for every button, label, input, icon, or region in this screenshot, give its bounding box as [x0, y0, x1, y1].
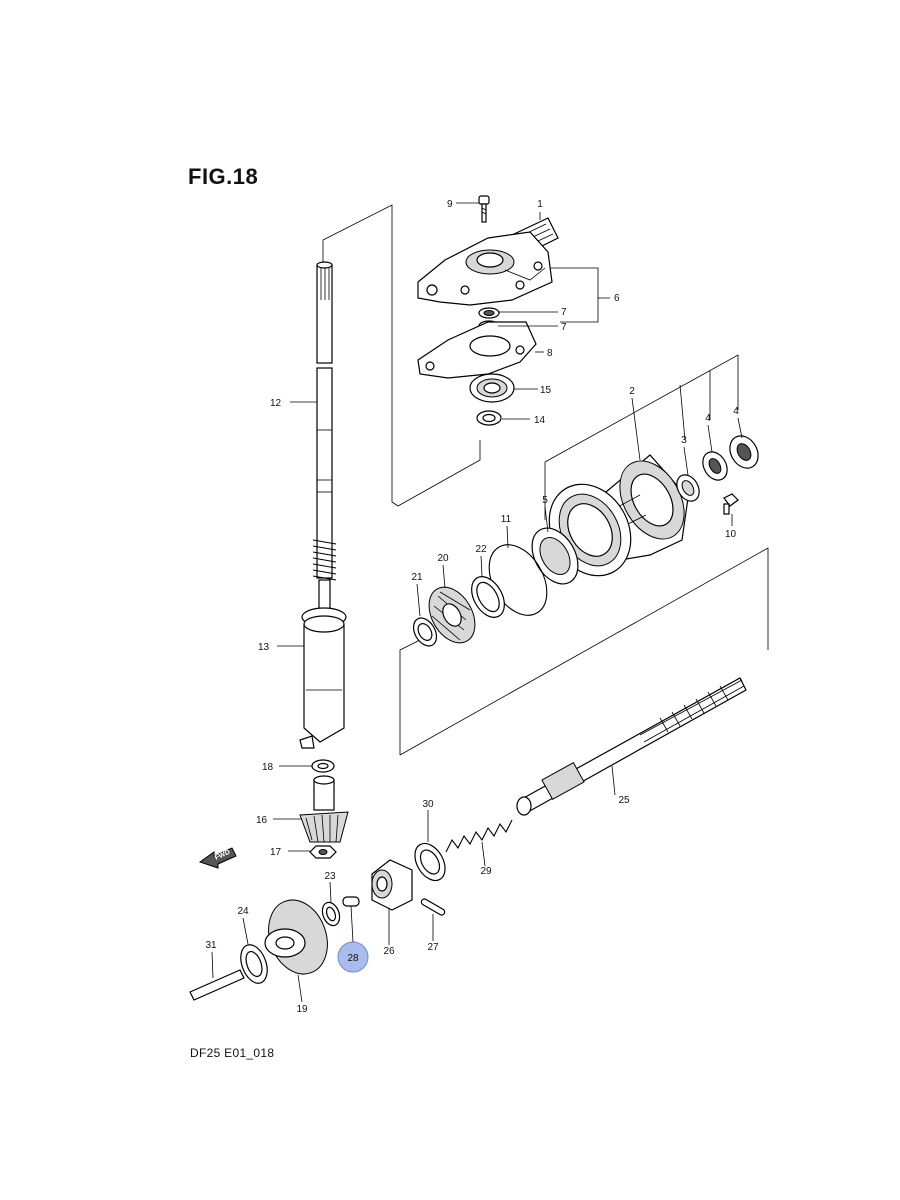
- callout-2: 2: [629, 386, 635, 397]
- part-8-gasket-plate[interactable]: [417, 321, 537, 379]
- part-27-pin[interactable]: [420, 898, 446, 916]
- callout-10: 10: [725, 529, 737, 540]
- callout-9: 9: [447, 199, 453, 210]
- part-19-reverse-gear[interactable]: [259, 892, 338, 983]
- callout-17: 17: [270, 847, 282, 858]
- part-18-washer[interactable]: [311, 759, 335, 773]
- part-10-bolt[interactable]: [723, 493, 739, 515]
- part-6-pump-case[interactable]: [417, 231, 553, 306]
- callout-1: 1: [537, 199, 543, 210]
- callout-11: 11: [501, 514, 512, 525]
- part-3-needle-bearing[interactable]: [672, 471, 703, 505]
- part-24-shim[interactable]: [236, 941, 272, 987]
- part-5-housing-front[interactable]: [523, 469, 647, 592]
- leader-lines: [211, 202, 743, 1003]
- part-30-retainer-ring[interactable]: [409, 838, 452, 886]
- part-4-seal-a[interactable]: [698, 448, 732, 485]
- callout-5: 5: [542, 495, 548, 506]
- part-12-drive-shaft[interactable]: [312, 261, 337, 615]
- figure-title: FIG.18: [188, 164, 259, 189]
- callout-25: 25: [618, 795, 630, 806]
- part-13-bushing[interactable]: [299, 607, 347, 749]
- part-21-shim[interactable]: [409, 614, 441, 650]
- callout-28[interactable]: 28: [347, 953, 359, 964]
- callout-15: 15: [540, 385, 552, 396]
- callout-7b: 7: [561, 322, 567, 333]
- group-bracket-lines: [322, 204, 769, 756]
- part-14-washer[interactable]: [476, 410, 502, 426]
- callout-12: 12: [270, 398, 282, 409]
- figure-code: DF25 E01_018: [190, 1046, 275, 1060]
- callout-21: 21: [411, 572, 423, 583]
- callout-20: 20: [437, 553, 449, 564]
- part-17-nut[interactable]: [309, 845, 337, 859]
- callout-6: 6: [614, 293, 620, 304]
- part-15-bearing[interactable]: [469, 373, 515, 403]
- part-22-shim[interactable]: [465, 571, 511, 623]
- callout-14: 14: [534, 415, 546, 426]
- part-4-seal-b[interactable]: [724, 431, 764, 473]
- callout-8: 8: [547, 348, 553, 359]
- callout-7a: 7: [561, 307, 567, 318]
- callout-31: 31: [205, 940, 217, 951]
- part-7-seal-upper[interactable]: [478, 307, 500, 319]
- callout-22: 22: [475, 544, 487, 555]
- callout-29: 29: [480, 866, 492, 877]
- callout-4a: 4: [705, 413, 711, 424]
- forward-direction-arrow: FWD: [198, 847, 237, 869]
- part-23-washer[interactable]: [319, 900, 342, 928]
- callout-19: 19: [296, 1004, 308, 1015]
- part-16-pinion-gear[interactable]: [299, 775, 349, 843]
- callout-26: 26: [383, 946, 395, 957]
- callout-4b: 4: [733, 406, 739, 417]
- callout-16: 16: [256, 815, 268, 826]
- callout-13: 13: [258, 642, 270, 653]
- callout-3: 3: [681, 435, 687, 446]
- callout-27: 27: [427, 942, 439, 953]
- pump-case-assembly: [417, 195, 559, 426]
- part-25-propeller-shaft[interactable]: [516, 677, 747, 816]
- callout-24: 24: [237, 906, 249, 917]
- callout-18: 18: [262, 762, 274, 773]
- part-26-clutch-dog[interactable]: [371, 859, 413, 911]
- callout-30: 30: [422, 799, 434, 810]
- part-20-forward-gear[interactable]: [420, 579, 485, 651]
- callout-labels: 1 2 3 4 4 5 6 7 7 8 9 10 11 12 13 14 15 …: [205, 199, 739, 1015]
- part-31-shaft-pin[interactable]: [189, 969, 245, 1001]
- part-28-pin[interactable]: [342, 896, 360, 907]
- part-29-spring[interactable]: [445, 819, 513, 853]
- part-9-bolt[interactable]: [478, 195, 490, 223]
- callout-23: 23: [324, 871, 336, 882]
